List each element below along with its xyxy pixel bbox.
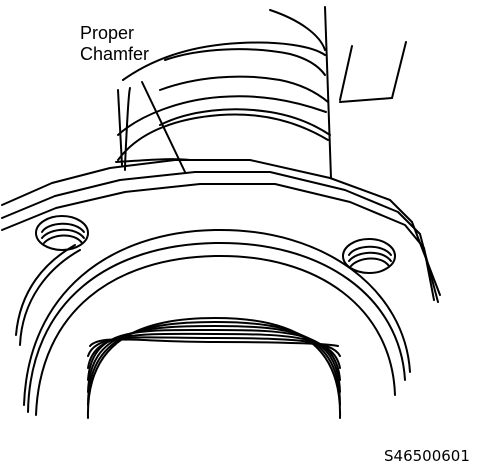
flange-edges bbox=[1, 158, 441, 303]
break-lines bbox=[339, 41, 407, 103]
bore-rings bbox=[15, 228, 411, 416]
chamfer-callout-line2: Chamfer bbox=[80, 44, 150, 64]
chamfer-callout-label: Proper Chamfer bbox=[80, 23, 149, 65]
mounting-hole-left bbox=[35, 215, 89, 251]
threaded-bore bbox=[86, 317, 342, 419]
chamfer-callout-line1: Proper bbox=[80, 23, 135, 43]
figure-code: S46500601 bbox=[384, 447, 470, 465]
mounting-hole-right bbox=[342, 238, 396, 274]
chamfer-leader-line bbox=[141, 81, 186, 173]
threaded-shaft bbox=[117, 6, 332, 179]
